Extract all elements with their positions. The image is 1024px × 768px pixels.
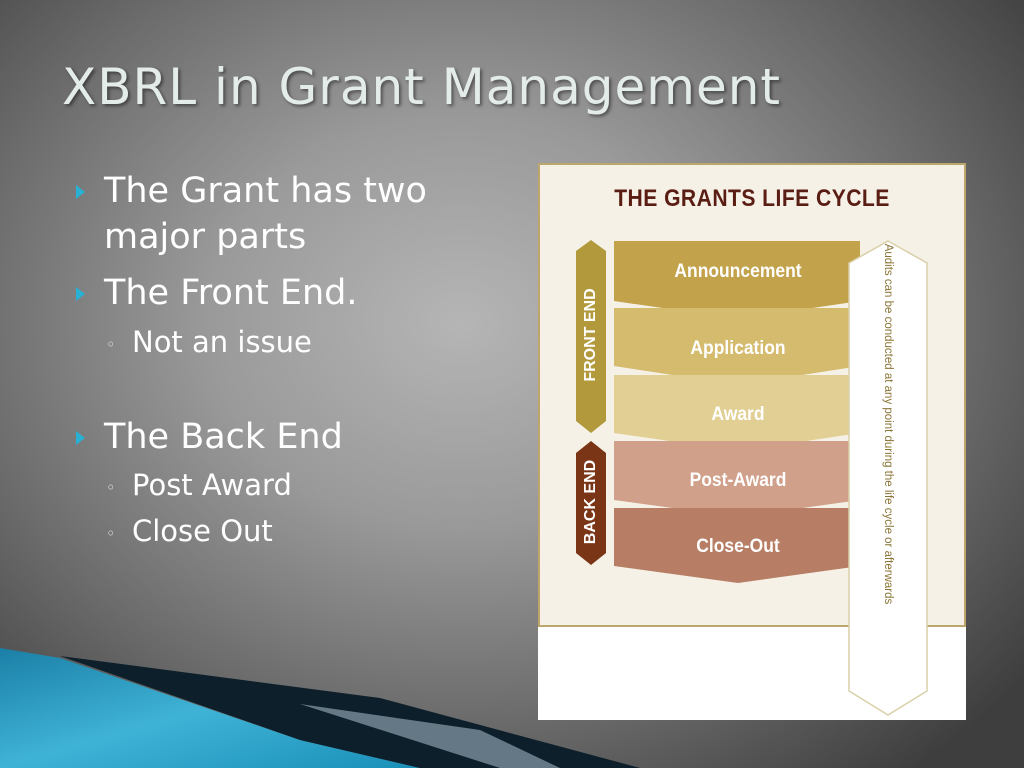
ring-bullet-icon: ◦ [106,335,116,354]
back-end-bracket [576,441,606,565]
stage-shape-close-out [614,508,860,583]
stage-shape-application [614,308,860,385]
stage-shape-announcement [614,241,860,319]
triangle-bullet-icon [76,185,85,199]
bullet-text: The Front End. [104,273,358,313]
stage-label-close-out: Close-Out [696,536,780,557]
stage-label-post-award: Post-Award [689,470,787,491]
sub-bullet-text: Not an issue [132,325,312,359]
sub-bullet-text: Close Out [132,514,273,548]
triangle-bullet-icon [76,287,85,301]
grants-life-cycle-figure: THE GRANTS LIFE CYCLE Announcement Appli… [538,163,966,720]
bullet-text: The Back End [104,417,343,457]
stage-label-announcement: Announcement [674,261,802,282]
figure-title: THE GRANTS LIFE CYCLE [614,185,890,212]
sub-bullet-text: Post Award [132,468,292,502]
stage-label-application: Application [690,338,786,359]
ring-bullet-icon: ◦ [106,478,116,497]
bullet-text: The Grant has two major parts [104,171,427,257]
stage-shape-award [614,375,860,451]
life-cycle-shapes [576,240,928,716]
triangle-bullet-icon [76,431,85,445]
front-end-bracket [576,240,606,433]
stage-label-award: Award [711,404,765,425]
stage-shape-post-award [614,441,860,517]
slide-title: XBRL in Grant Management [62,58,782,116]
audit-arrow-shape [848,240,928,716]
ring-bullet-icon: ◦ [106,524,116,543]
